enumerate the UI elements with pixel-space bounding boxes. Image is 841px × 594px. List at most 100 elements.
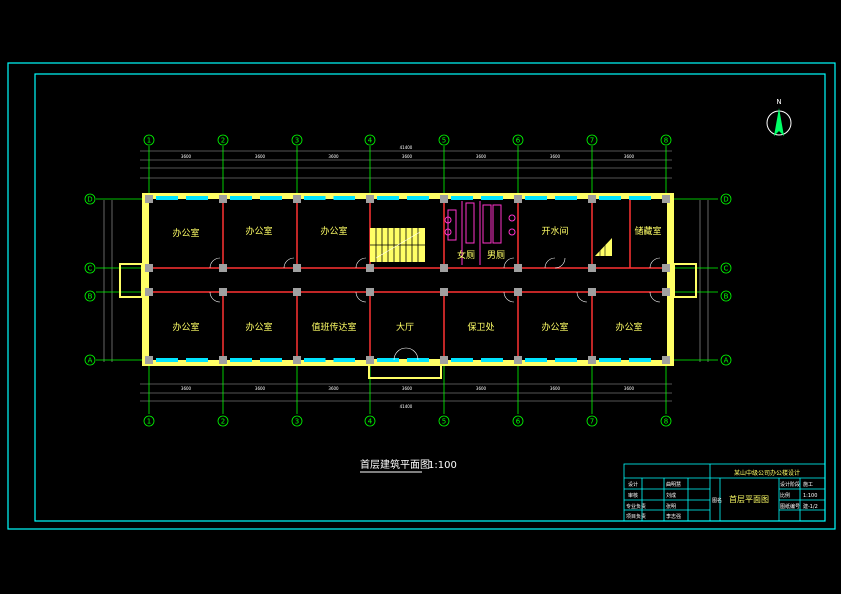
axis-label: 7 <box>590 418 594 426</box>
column <box>366 356 374 364</box>
axis-bubble <box>84 262 96 274</box>
axis-bubble <box>143 415 155 427</box>
axis-label: 1 <box>147 418 151 426</box>
axis-bubble <box>720 290 732 302</box>
column <box>145 195 153 203</box>
axis-label: B <box>88 293 93 301</box>
axis-label: D <box>87 196 92 204</box>
axis-bubble <box>291 134 303 146</box>
column <box>514 264 522 272</box>
room-label: 办公室 <box>320 225 347 237</box>
bay-dimension: 3600 <box>328 154 339 159</box>
axis-bubble <box>291 415 303 427</box>
column <box>588 264 596 272</box>
column <box>293 288 301 296</box>
axis-label: 1 <box>147 137 151 145</box>
bay-dimension: 3600 <box>255 386 266 391</box>
axis-bubble <box>720 354 732 366</box>
window <box>260 196 282 200</box>
outer-frame <box>7 62 836 530</box>
axis-label: 3 <box>295 137 299 145</box>
axis-bubble <box>438 134 450 146</box>
tb-cell: 李志强 <box>666 513 681 520</box>
bay-dimension: 3600 <box>181 154 192 159</box>
secondary-stair <box>595 238 612 256</box>
axis-label: 2 <box>221 137 225 145</box>
main-stair <box>370 228 425 262</box>
axis-bubble <box>364 415 376 427</box>
window <box>230 196 252 200</box>
window <box>629 196 651 200</box>
window <box>377 358 399 362</box>
tb-cell: 图纸编号 <box>780 503 800 510</box>
bay-dimension: 3600 <box>402 154 413 159</box>
room-label: 办公室 <box>541 321 568 333</box>
window <box>555 358 577 362</box>
overall-dim-bottom: 41400 <box>400 404 413 409</box>
inner-frame <box>34 73 826 522</box>
column <box>293 264 301 272</box>
column <box>219 288 227 296</box>
window <box>186 196 208 200</box>
column <box>514 288 522 296</box>
column <box>588 195 596 203</box>
axis-bubble <box>512 134 524 146</box>
room-label: 开水间 <box>541 225 568 237</box>
windows <box>156 196 651 362</box>
column <box>440 264 448 272</box>
room-labels: 办公室 办公室 办公室 开水间 储藏室 女厕 男厕 办公室 办公室 值班传达室 … <box>172 225 661 333</box>
axis-label: 8 <box>664 418 668 426</box>
window <box>629 358 651 362</box>
column <box>145 264 153 272</box>
column <box>440 195 448 203</box>
column <box>366 264 374 272</box>
north-label: N <box>776 98 781 106</box>
axis-label: 4 <box>368 418 373 426</box>
column <box>588 356 596 364</box>
column <box>514 195 522 203</box>
window <box>555 196 577 200</box>
axis-label: 4 <box>368 137 373 145</box>
window <box>186 358 208 362</box>
drawing-name: 首层平面图 <box>729 494 769 504</box>
columns <box>145 195 670 364</box>
drawing-title: 首层建筑平面图 <box>360 458 430 471</box>
window <box>304 358 326 362</box>
axis-bubble <box>364 134 376 146</box>
bay-dimension: 3600 <box>255 154 266 159</box>
tb-cell: 设计阶段 <box>780 481 800 488</box>
side-dimensions <box>103 200 709 362</box>
axis-label: 8 <box>664 137 668 145</box>
bay-dimension: 3600 <box>550 154 561 159</box>
column <box>662 264 670 272</box>
north-arrow-icon: N <box>766 98 792 136</box>
axis-bubble <box>720 262 732 274</box>
overall-dim-top: 41400 <box>400 145 413 150</box>
column <box>662 288 670 296</box>
axis-bubble <box>586 415 598 427</box>
column <box>219 264 227 272</box>
bay-dimension: 3600 <box>624 154 635 159</box>
column <box>588 288 596 296</box>
room-label: 值班传达室 <box>311 321 356 333</box>
window <box>451 358 473 362</box>
window <box>156 358 178 362</box>
top-dimensions <box>140 150 672 179</box>
project-name: 某山中级公司办公楼设计 <box>734 469 800 477</box>
axis-bubble <box>512 415 524 427</box>
column <box>662 195 670 203</box>
title-block-text: 某山中级公司办公楼设计 首层平面图 设计 曲明慧 审核 刘成 专业负责 张明 项… <box>626 469 818 520</box>
bottom-dimensions <box>140 383 672 402</box>
window <box>304 196 326 200</box>
axis-label: A <box>724 357 729 365</box>
bay-dimension: 3600 <box>181 386 192 391</box>
column <box>145 356 153 364</box>
column <box>440 356 448 364</box>
bay-dimension: 3600 <box>328 386 339 391</box>
column <box>219 356 227 364</box>
axis-label: 6 <box>516 418 521 426</box>
axis-bubble <box>217 415 229 427</box>
axis-label: 6 <box>516 137 521 145</box>
